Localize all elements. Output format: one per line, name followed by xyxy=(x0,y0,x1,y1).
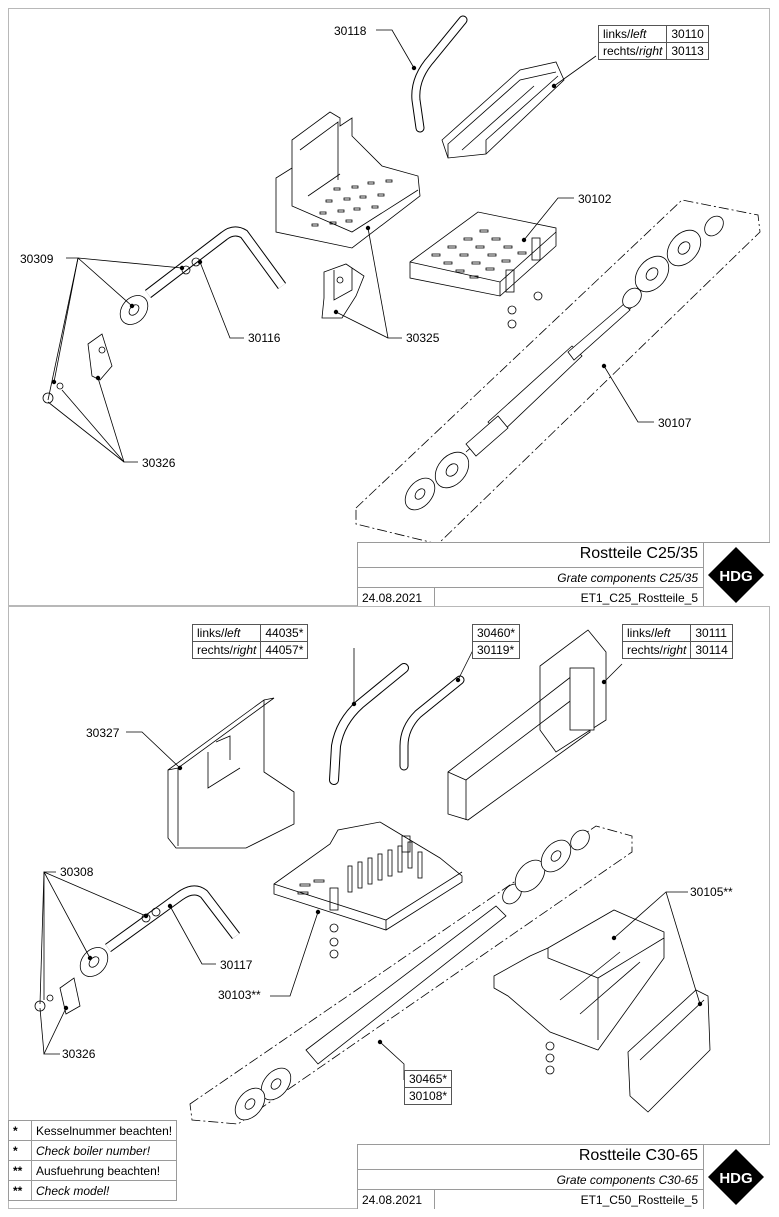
assembly-boundary-top xyxy=(355,199,761,545)
title-block-top: Rostteile C25/35 Grate components C25/35… xyxy=(357,542,770,606)
variant-left-label: links/left xyxy=(191,624,262,642)
part-number: 30113 xyxy=(666,42,709,60)
lever-arm-part xyxy=(42,226,287,404)
svg-text:HDG: HDG xyxy=(719,568,752,585)
variant-left-label: links/left xyxy=(621,624,692,642)
part-label-30309: 30309 xyxy=(20,252,54,266)
part-label-30308: 30308 xyxy=(60,865,94,879)
note-mark: * xyxy=(8,1140,32,1161)
rod-parts-table: 30460* 30119* xyxy=(471,624,521,659)
hdg-logo: HDG xyxy=(708,1149,764,1205)
shaft-parts-table: 30465* 30108* xyxy=(403,1070,453,1105)
part-label-30118: 30118 xyxy=(334,24,367,38)
note-text: Ausfuehrung beachten! xyxy=(30,1160,178,1181)
part-number: 30460* xyxy=(471,624,521,642)
note-row: **Check model! xyxy=(8,1180,178,1201)
table-row: links/left 30111 xyxy=(621,624,733,642)
drawing-date: 24.08.2021 xyxy=(362,591,423,605)
side-box-parts-table: links/left 30111 rechts/right 30114 xyxy=(621,624,733,659)
note-row: *Kesselnummer beachten! xyxy=(8,1120,178,1141)
drawing-subtitle: Grate components C30-65 xyxy=(556,1173,698,1187)
table-row: 30119* xyxy=(471,641,521,659)
note-text: Check model! xyxy=(30,1180,178,1201)
drawing-code: ET1_C25_Rostteile_5 xyxy=(580,591,698,605)
part-label-30325: 30325 xyxy=(406,331,440,345)
drawing-code: ET1_C50_Rostteile_5 xyxy=(580,1193,698,1207)
svg-text:HDG: HDG xyxy=(719,1170,752,1187)
variant-right-label: rechts/right xyxy=(597,42,668,60)
part-number: 44035* xyxy=(260,624,309,642)
side-channel-part xyxy=(441,61,565,159)
part-number: 30111 xyxy=(690,624,733,642)
table-row: links/left 30110 xyxy=(597,25,709,43)
part-label-30116: 30116 xyxy=(248,331,281,345)
drawing-date: 24.08.2021 xyxy=(362,1193,423,1207)
variant-right-label: rechts/right xyxy=(191,641,262,659)
variant-right-label: rechts/right xyxy=(621,641,692,659)
hdg-logo: HDG xyxy=(708,547,764,603)
table-row: 30465* xyxy=(403,1070,453,1088)
title-block-bottom: Rostteile C30-65 Grate components C30-65… xyxy=(357,1144,770,1209)
part-number: 44057* xyxy=(260,641,309,659)
table-row: rechts/right 30114 xyxy=(621,641,733,659)
table-row: 30460* xyxy=(471,624,521,642)
bracket-plate-part xyxy=(275,111,421,319)
notes-table: *Kesselnummer beachten! *Check boiler nu… xyxy=(8,1120,178,1201)
note-mark: * xyxy=(8,1120,32,1141)
drawing-title: Rostteile C30-65 xyxy=(578,1147,698,1164)
assembly-boundary-bottom xyxy=(189,825,633,1125)
lever-arm-bottom-part xyxy=(34,885,240,1015)
grate-shaft-part xyxy=(404,215,724,511)
table-row: 30108* xyxy=(403,1087,453,1105)
part-label-30107: 30107 xyxy=(658,416,692,430)
part-label-30326: 30326 xyxy=(142,456,176,470)
part-number: 30110 xyxy=(666,25,709,43)
grate-plate-bottom-part xyxy=(273,821,463,959)
part-label-30327: 30327 xyxy=(86,726,120,740)
note-text: Kesselnummer beachten! xyxy=(30,1120,178,1141)
part-number: 30119* xyxy=(471,641,521,659)
side-box-part xyxy=(447,629,607,821)
drawing-title: Rostteile C25/35 xyxy=(579,545,698,562)
part-number: 30108* xyxy=(403,1087,453,1105)
tube-parts-table: links/left 44035* rechts/right 44057* xyxy=(191,624,309,659)
grate-plate-part xyxy=(409,211,557,329)
part-label-30117: 30117 xyxy=(220,958,253,972)
leader-lines-bottom xyxy=(39,647,703,1080)
leader-lines-top xyxy=(47,29,654,463)
part-label-30326-bottom: 30326 xyxy=(62,1047,96,1061)
table-row: rechts/right 44057* xyxy=(191,641,309,659)
note-row: **Ausfuehrung beachten! xyxy=(8,1160,178,1181)
drawing-subtitle: Grate components C25/35 xyxy=(557,571,698,585)
part-number: 30465* xyxy=(403,1070,453,1088)
note-mark: ** xyxy=(8,1160,32,1181)
part-label-30102: 30102 xyxy=(578,192,612,206)
note-mark: ** xyxy=(8,1180,32,1201)
note-row: *Check boiler number! xyxy=(8,1140,178,1161)
grate-shaft-bottom-part xyxy=(234,829,590,1121)
variant-left-label: links/left xyxy=(597,25,668,43)
side-plate-part xyxy=(167,697,295,849)
table-row: links/left 44035* xyxy=(191,624,309,642)
part-label-30105: 30105** xyxy=(690,885,733,899)
part-number: 30114 xyxy=(690,641,733,659)
table-row: rechts/right 30113 xyxy=(597,42,709,60)
part-label-30103: 30103** xyxy=(218,988,261,1002)
grate-tray-part xyxy=(493,909,711,1113)
note-text: Check boiler number! xyxy=(30,1140,178,1161)
side-channel-parts-table: links/left 30110 rechts/right 30113 xyxy=(597,25,709,60)
